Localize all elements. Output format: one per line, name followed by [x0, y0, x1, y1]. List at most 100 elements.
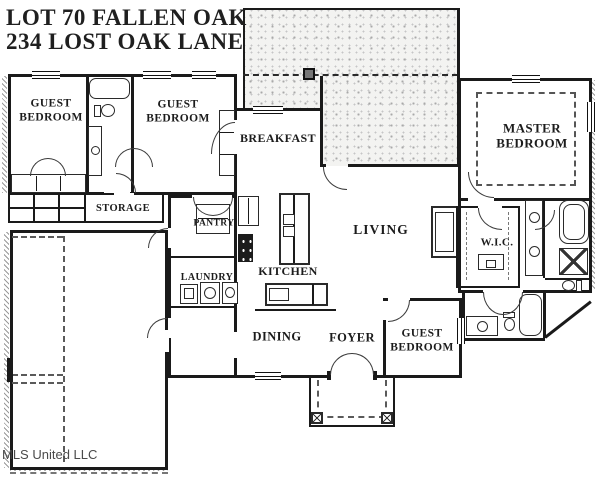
wall [589, 78, 592, 292]
window [255, 372, 281, 380]
door-arc [388, 300, 410, 322]
closet-rod-dash [466, 212, 467, 280]
wall [131, 76, 134, 193]
wall-hatch [4, 232, 9, 468]
window [192, 71, 216, 79]
room-label-guest-bedroom-bottom: GUEST BEDROOM [390, 327, 454, 353]
bathtub-icon [89, 78, 130, 99]
wic-bench-knob [486, 260, 496, 268]
toilet-tank-icon [576, 280, 582, 292]
tray-ceiling-dash [476, 92, 576, 186]
wall [348, 164, 460, 167]
island-divider [312, 284, 314, 305]
door-jamb [373, 371, 377, 380]
closet-divider [60, 176, 62, 191]
sink-icon [91, 146, 100, 155]
closet-divider [33, 195, 35, 221]
garage-dash-line [12, 374, 63, 376]
hall-closet [8, 193, 86, 223]
window [512, 75, 540, 83]
wall [458, 78, 461, 292]
door-arc [213, 197, 233, 216]
room-label-kitchen: KITCHEN [258, 263, 318, 278]
door-arc [323, 167, 347, 190]
porch-dash [317, 380, 319, 418]
garage-dash-line [63, 236, 65, 462]
fridge-door-line [248, 198, 250, 224]
wall [168, 375, 331, 378]
plan-title-line2: 234 LOST OAK LANE [6, 29, 244, 55]
door-arc [468, 172, 494, 198]
porch-column [311, 412, 323, 424]
door-arc [30, 158, 48, 176]
wall [523, 290, 592, 293]
room-label-laundry: LAUNDRY [180, 272, 234, 284]
toilet-icon [101, 104, 115, 117]
closet-shelf-line [10, 207, 84, 209]
wall [462, 338, 545, 341]
island-sink-icon [283, 226, 295, 237]
wall [234, 358, 237, 375]
room-label-pantry: PANTRY [193, 218, 235, 229]
bathtub-inner [563, 204, 585, 240]
closet-shelf-line [220, 154, 234, 156]
garage-dash-line [12, 236, 63, 238]
wall [410, 298, 461, 301]
cooktop-icon [269, 288, 289, 301]
toilet-icon [504, 318, 515, 331]
wall-diagonal [544, 300, 592, 339]
wall [8, 74, 11, 195]
wall [168, 248, 171, 318]
dryer-drum [225, 287, 235, 298]
door-gap [165, 330, 169, 352]
wall [543, 292, 546, 338]
door-gap [478, 204, 502, 209]
room-label-breakfast: BREAKFAST [239, 130, 317, 145]
door-arc [134, 148, 153, 167]
room-label-storage: STORAGE [96, 202, 150, 214]
porch-column [381, 412, 393, 424]
room-label-master-bedroom: MASTER BEDROOM [496, 120, 568, 151]
wall [320, 164, 326, 167]
window [587, 102, 595, 132]
sink-icon [477, 321, 488, 332]
washer-drum [204, 287, 216, 299]
wall [234, 74, 237, 120]
wall [86, 76, 89, 193]
front-porch [309, 378, 395, 427]
wall [458, 290, 483, 293]
wall-hatch [591, 80, 595, 290]
garage-side-door [7, 358, 13, 382]
plan-title-line1: LOT 70 FALLEN OAK [6, 5, 247, 30]
wall [383, 298, 388, 301]
window [32, 71, 60, 79]
wall [170, 306, 237, 308]
closet-divider [36, 176, 38, 191]
door-arc [330, 353, 352, 375]
island-base-line [255, 309, 336, 311]
wall [545, 278, 591, 280]
door-arc [211, 122, 235, 154]
door-arc [535, 210, 555, 230]
door-jamb [327, 371, 331, 380]
door-gap [114, 193, 134, 196]
window [143, 71, 171, 79]
wall [373, 375, 462, 378]
wall [168, 195, 171, 228]
fireplace-inner [435, 212, 454, 252]
closet-shelf-line [198, 218, 228, 220]
wall [234, 154, 237, 332]
room-label-wic: W.I.C. [480, 236, 514, 249]
wall [383, 320, 386, 375]
porch-dash [385, 380, 387, 418]
wall [168, 195, 192, 198]
watermark: MLS United LLC [2, 447, 98, 462]
wall [170, 256, 237, 258]
stove-icon [238, 234, 253, 262]
garage-area [10, 230, 168, 470]
door-arc [483, 292, 503, 315]
room-label-dining: DINING [252, 329, 302, 344]
door-gap [234, 120, 237, 154]
room-label-guest-bedroom-mid: GUEST BEDROOM [146, 98, 210, 124]
